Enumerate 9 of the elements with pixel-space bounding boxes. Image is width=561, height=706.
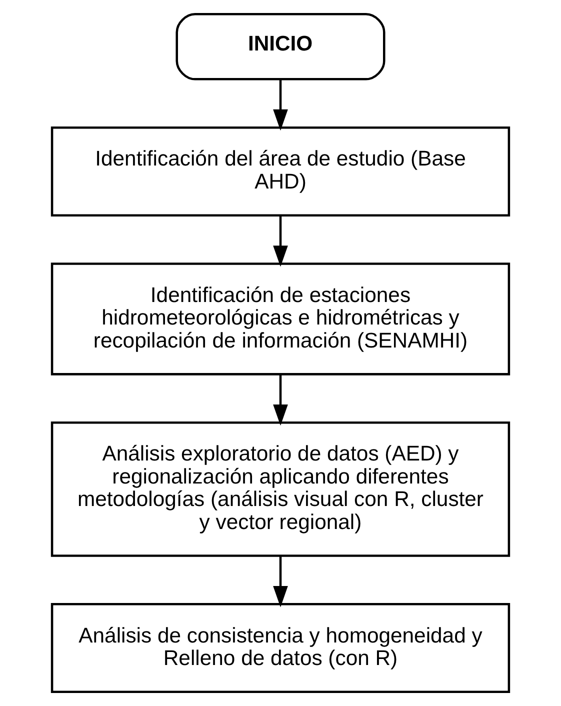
arrow <box>273 216 288 267</box>
arrow <box>273 80 288 131</box>
node-box: Identificación del área de estudio (Base AHD) <box>50 126 510 216</box>
node-box: INICIO <box>176 12 386 80</box>
arrow <box>273 556 288 608</box>
node-box: Identificación de estaciones hidrometeorológicas e hidrométricas y recopilación de información (SENAMHI) <box>50 262 510 376</box>
arrow <box>273 374 288 426</box>
node-box: Análisis exploratorio de datos (AED) y regionalización aplicando diferentes metodologías (análisis visual con R, cluster y vector regional) <box>50 421 510 557</box>
node-box: Análisis de consistencia y homogeneidad y Relleno de datos (con R) <box>50 603 510 694</box>
